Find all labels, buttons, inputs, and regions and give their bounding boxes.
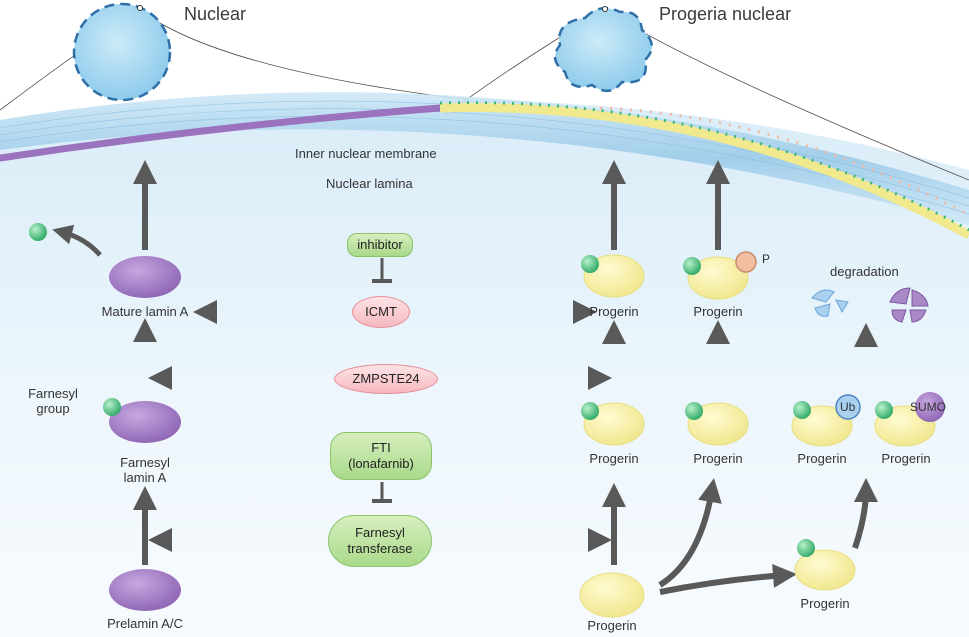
inhibitor-box: inhibitor [347, 233, 413, 257]
sumo-label: SUMO [910, 400, 946, 414]
farnesyl-lamin-a-shape [109, 401, 181, 443]
farnesyl-lamin-label: Farnesyl lamin A [120, 455, 170, 485]
released-farnesyl [29, 223, 47, 241]
progerin-label: Progerin [693, 451, 743, 466]
farnesyl-group-label: Farnesyl group [28, 386, 78, 416]
lamina-normal [0, 104, 444, 162]
fti-lonafarnib-box: FTI (lonafarnib) [330, 432, 432, 480]
zmpste24-enzyme: ZMPSTE24 [334, 364, 438, 394]
progerin-label: Progerin [693, 304, 743, 319]
progerin-label: Progerin [800, 596, 850, 611]
progerin-label: Progerin [587, 618, 637, 633]
progeria-nucleus [553, 6, 653, 92]
ubiquitin-label: Ub [840, 400, 856, 414]
mature-lamin-a-shape [109, 256, 181, 298]
prelamin-label: Prelamin A/C [107, 616, 183, 631]
mature-lamin-label: Mature lamin A [101, 304, 189, 319]
nucleoplasm-region [0, 99, 969, 637]
normal-nucleus [72, 2, 172, 102]
progerin-label: Progerin [797, 451, 847, 466]
progerin-label: Progerin [881, 451, 931, 466]
normal-nucleus-title: Nuclear [184, 4, 247, 24]
icmt-enzyme: ICMT [352, 296, 410, 328]
phosphate-label: P [762, 252, 771, 266]
progeria-nucleus-title: Progeria nuclear [659, 4, 792, 24]
lamina-progeria [439, 103, 969, 239]
degraded-progerin-fragments [811, 287, 929, 323]
prelamin-shape [109, 569, 181, 611]
degradation-label: degradation [830, 264, 899, 279]
progerin-label: Progerin [589, 304, 639, 319]
farnesyl-transferase-enzyme: Farnesyl transferase [328, 515, 432, 567]
nuclear-lamina-label: Nuclear lamina [326, 176, 413, 191]
inner-membrane-label: Inner nuclear membrane [295, 146, 437, 161]
progerin-label: Progerin [589, 451, 639, 466]
